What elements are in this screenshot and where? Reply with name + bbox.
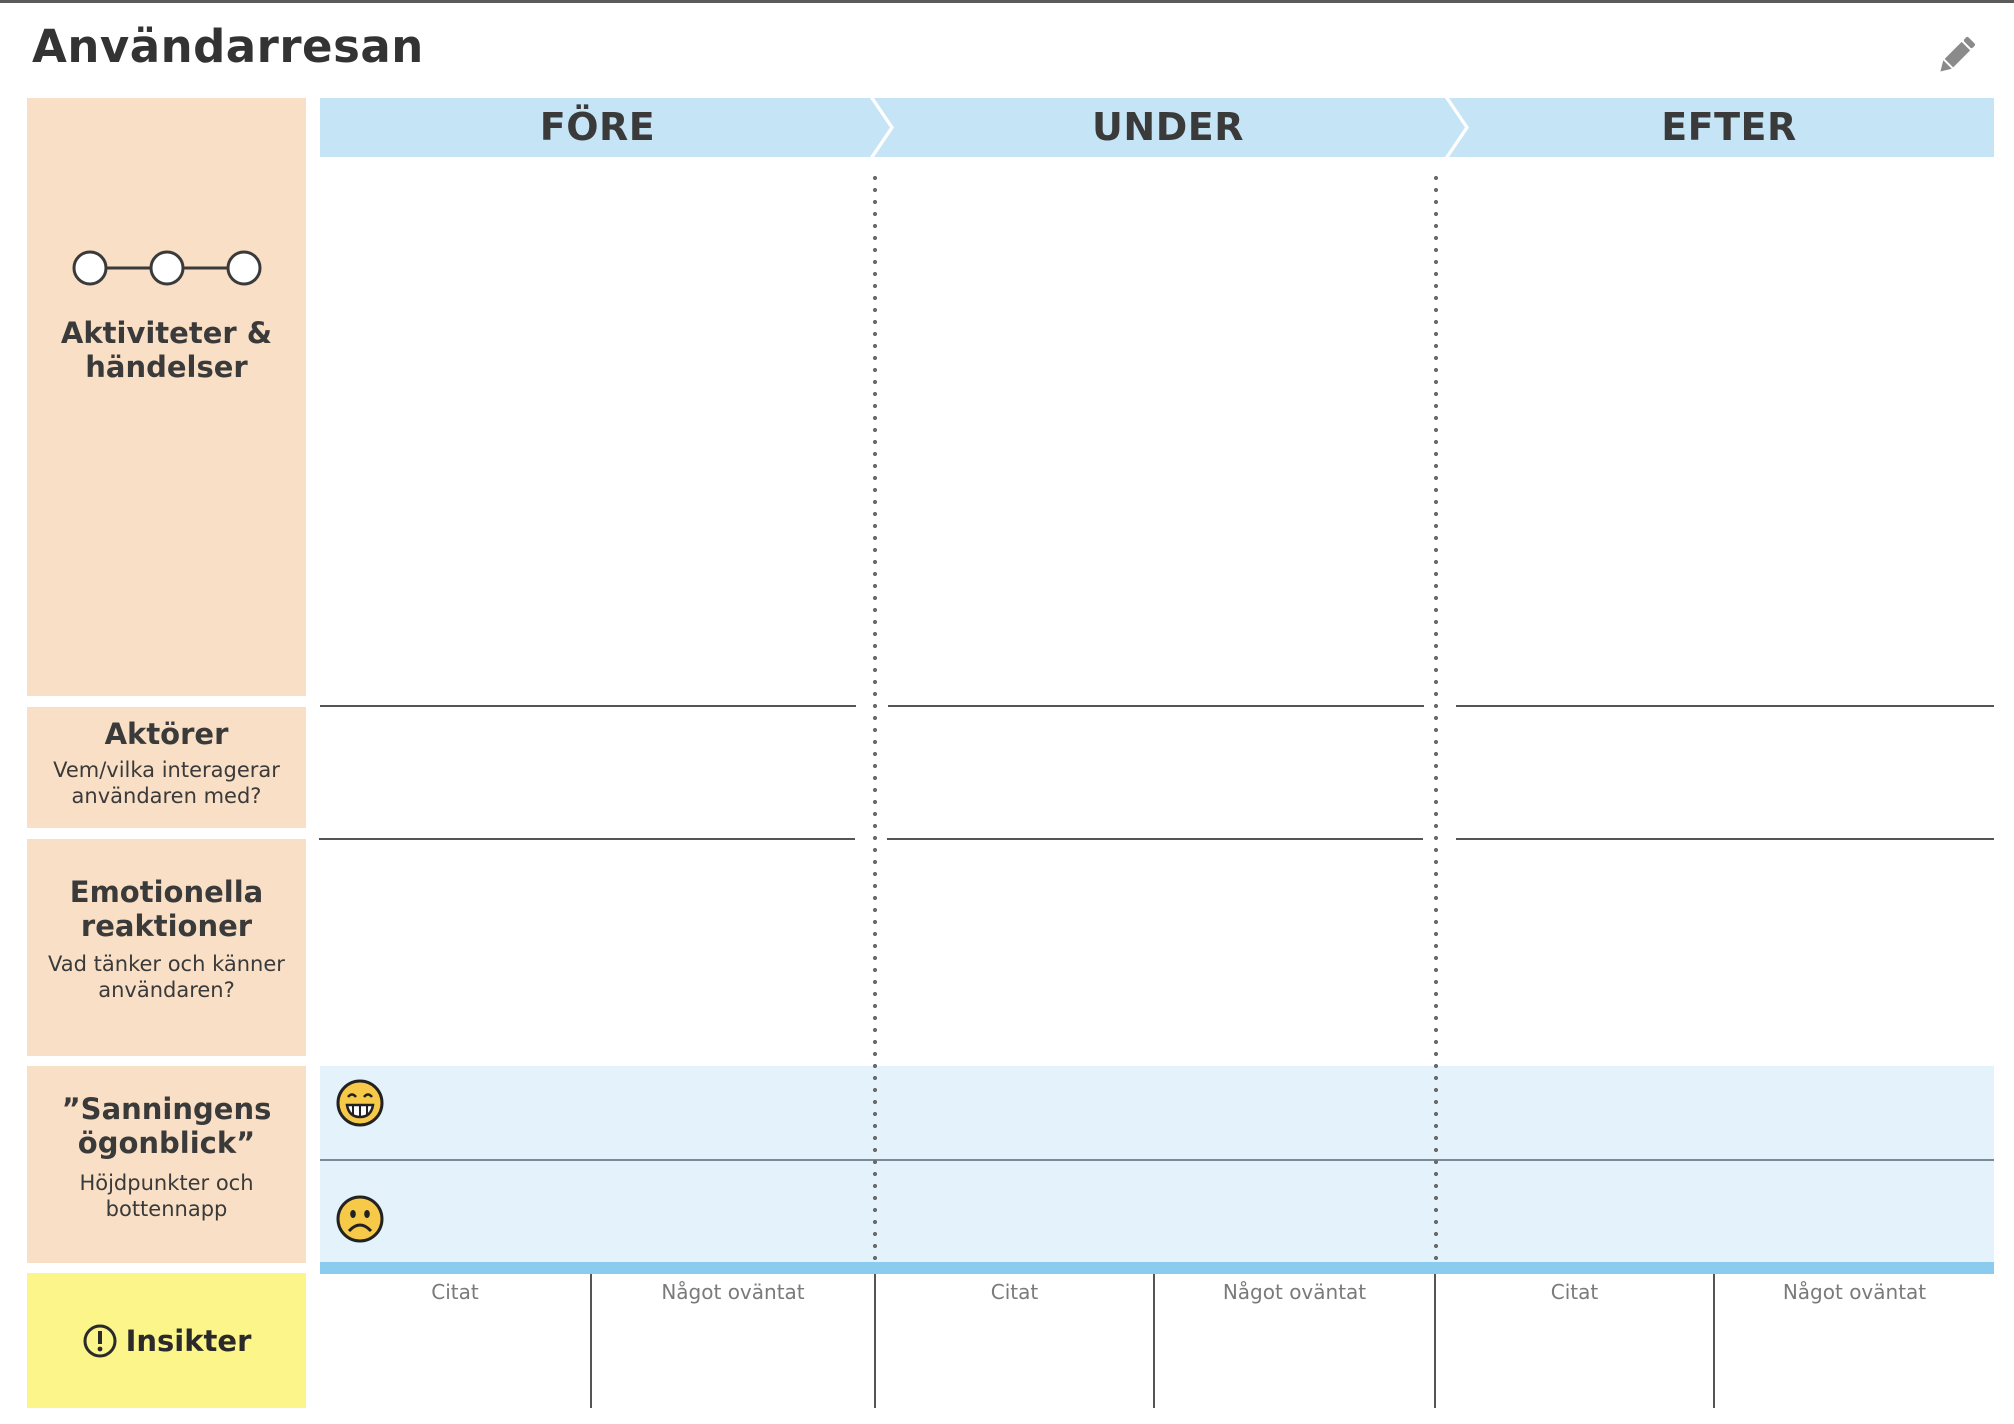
emotions-sub-line1: Vad tänker och känner [48, 952, 285, 976]
emotions-sub-line2: användaren? [98, 978, 235, 1002]
moments-title-line2: ögonblick” [77, 1126, 256, 1160]
insight-column-label: Något oväntat [1782, 1280, 1927, 1304]
row-label-moments: ”Sanningens ögonblick” Höjdpunkter och b… [27, 1066, 306, 1263]
insight-column-separator [874, 1274, 876, 1408]
actors-bottom-line [319, 838, 855, 840]
actors-bottom-line [887, 838, 1423, 840]
phase-arrow-shape [874, 98, 1465, 157]
moments-sub-line2: bottennapp [105, 1197, 228, 1221]
phase-efter: EFTER [1449, 98, 1994, 157]
phase-separator [1434, 172, 1438, 1260]
insight-column-separator [590, 1274, 592, 1408]
phase-label-under: UNDER [1092, 105, 1244, 149]
phase-under: UNDER [874, 98, 1465, 157]
row-label-actors: Aktörer Vem/vilka interagerar användaren… [27, 707, 306, 828]
insight-column-label: Något oväntat [1222, 1280, 1367, 1304]
phase-fore: FÖRE [320, 98, 890, 157]
phase-label-fore: FÖRE [539, 105, 656, 149]
moments-divider [320, 1159, 1994, 1161]
exclamation-circle-icon [83, 1324, 117, 1358]
grinning-face-icon [336, 1079, 384, 1127]
phase-separator [873, 172, 877, 1260]
phase-arrow-shape [320, 98, 890, 157]
insight-column-label: Citat [1550, 1280, 1599, 1304]
row-label-emotions: Emotionella reaktioner Vad tänker och kä… [27, 839, 306, 1056]
phase-label-efter: EFTER [1661, 105, 1797, 149]
page-title: Användarresan [32, 20, 424, 73]
insight-column-label: Något oväntat [661, 1280, 805, 1304]
frowning-face-icon [336, 1195, 384, 1243]
phase-arrow-shape [1449, 98, 1994, 157]
three-connected-circles-icon [72, 250, 262, 286]
insight-column-separator [1153, 1274, 1155, 1408]
emotions-title-line2: reaktioner [80, 909, 253, 943]
insight-column-separator [1434, 1274, 1436, 1408]
top-border [0, 0, 2014, 3]
activities-title-line1: Aktiviteter & [60, 316, 273, 350]
insight-column-label: Citat [990, 1280, 1039, 1304]
activities-bottom-line [888, 705, 1424, 707]
insight-column-separator [1713, 1274, 1715, 1408]
activities-bottom-line [320, 705, 856, 707]
actors-sub-line1: Vem/vilka interagerar [53, 758, 280, 782]
row-label-activities: Aktiviteter & händelser [27, 98, 306, 696]
actors-sub-line2: användaren med? [71, 784, 262, 808]
moments-title-line1: ”Sanningens [61, 1092, 272, 1126]
emotions-title-line1: Emotionella [69, 875, 264, 909]
activities-bottom-line [1456, 705, 1994, 707]
insights-top-bar [320, 1262, 1994, 1274]
moments-band [320, 1066, 1994, 1262]
insight-column-label: Citat [431, 1280, 479, 1304]
insights-title: Insikter [125, 1324, 252, 1358]
pencil-icon[interactable] [1932, 32, 1980, 80]
moments-sub-line1: Höjdpunkter och [79, 1171, 254, 1195]
row-label-insights: Insikter [27, 1273, 306, 1408]
actors-bottom-line [1456, 838, 1994, 840]
activities-title-line2: händelser [85, 350, 248, 384]
actors-title: Aktörer [104, 717, 229, 751]
